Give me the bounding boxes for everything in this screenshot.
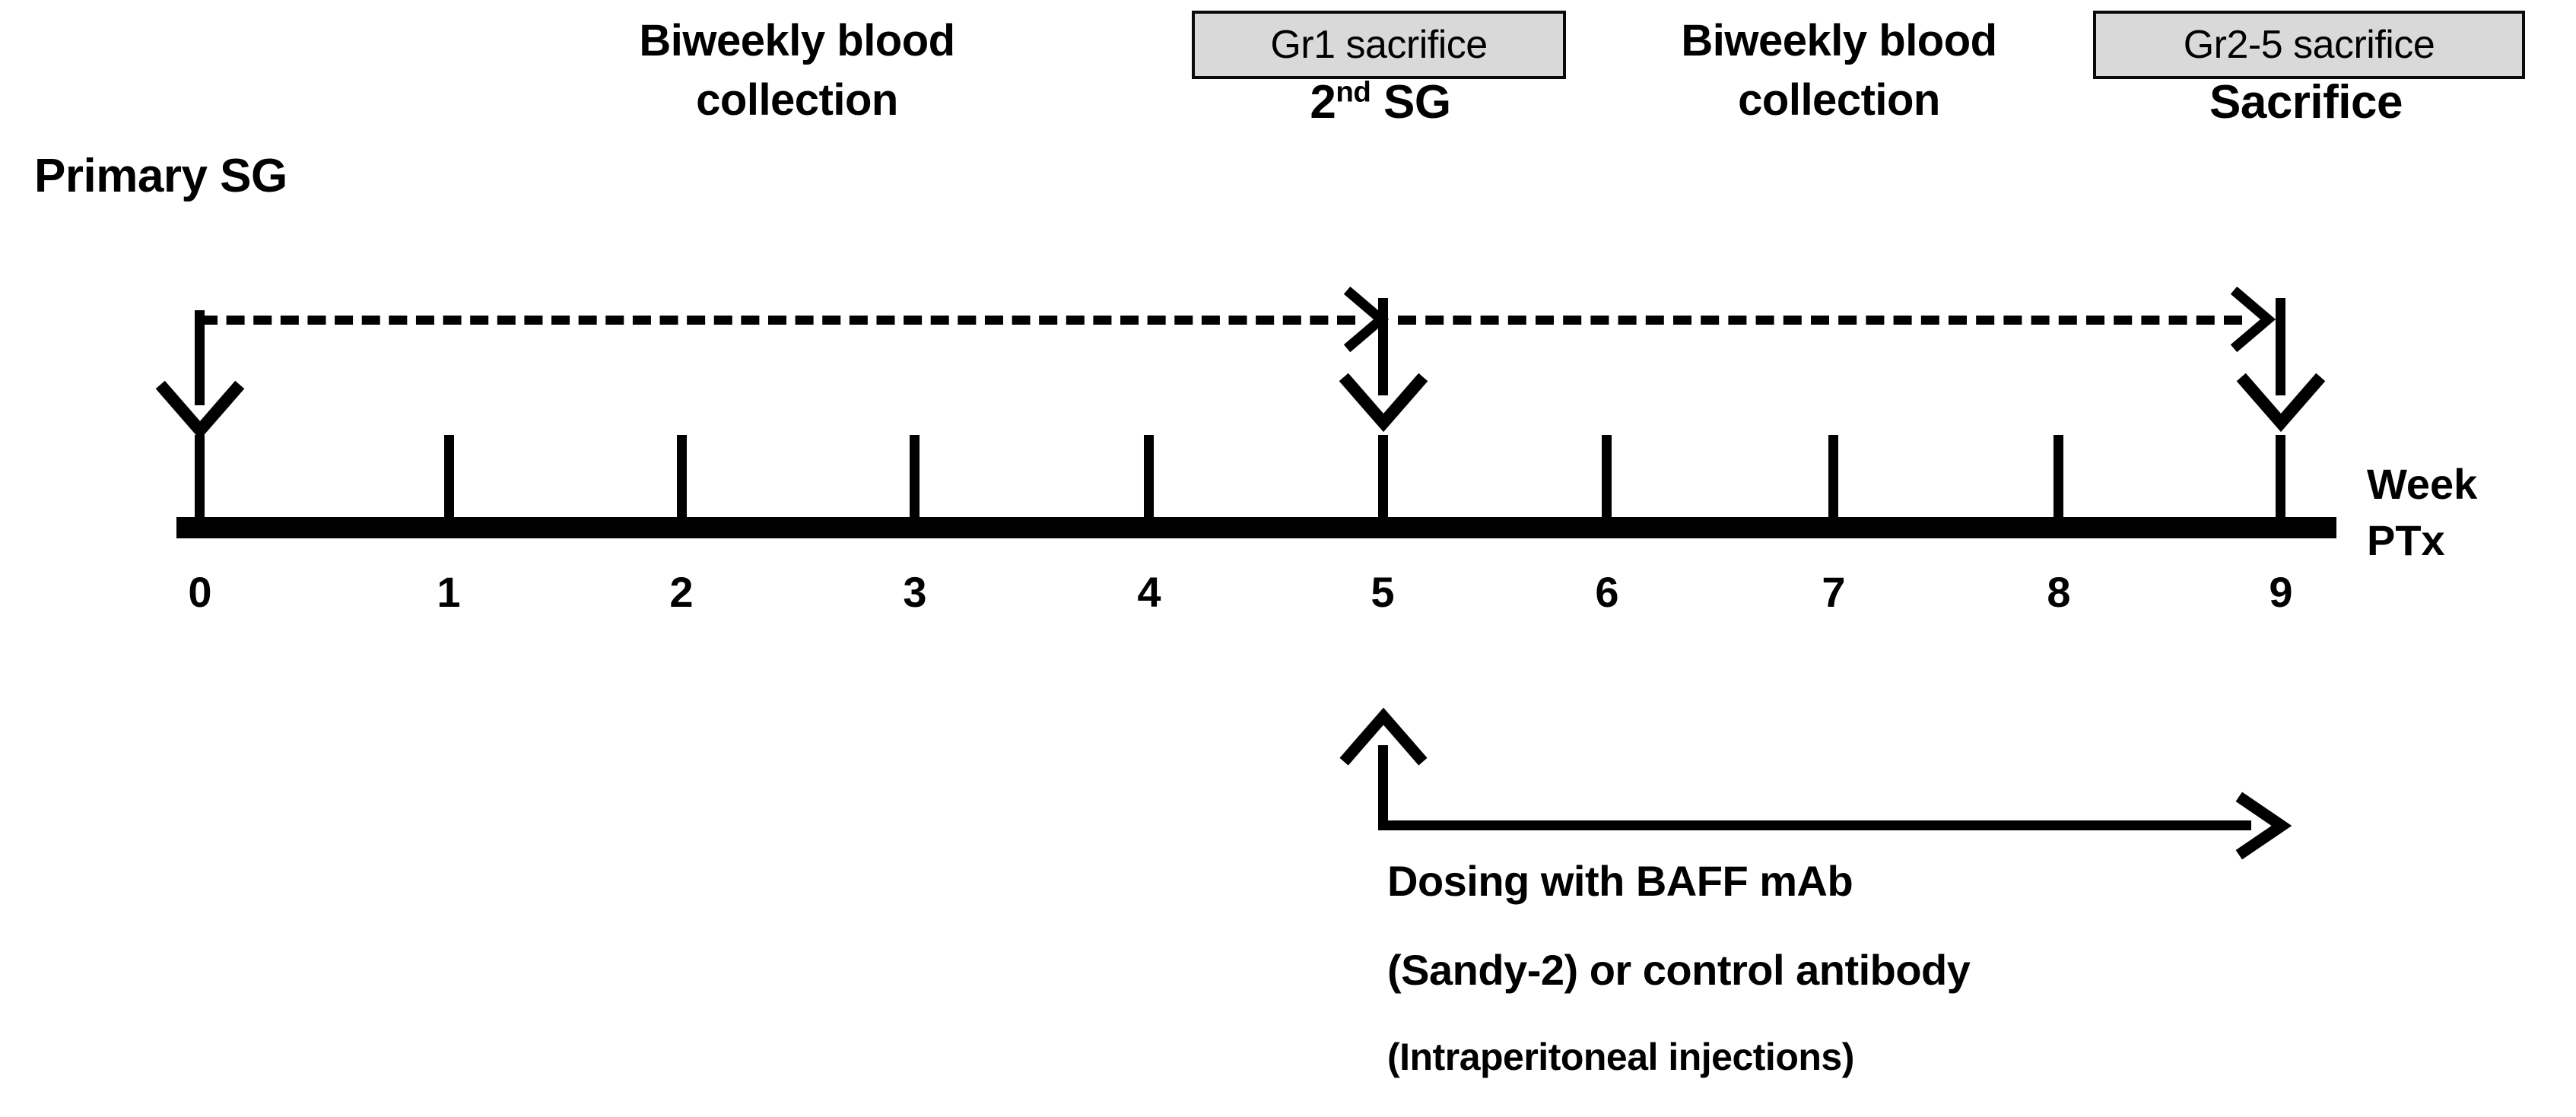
box-gr2-5-sacrifice: Gr2-5 sacrifice xyxy=(2093,11,2525,79)
dosing-text-line2: (Sandy-2) or control antibody xyxy=(1387,946,1971,994)
box-gr1-sacrifice: Gr1 sacrifice xyxy=(1192,11,1566,79)
label-second-sg-ordinal: nd xyxy=(1336,75,1371,109)
tick-label-week-0: 0 xyxy=(188,568,212,616)
tick-week-8 xyxy=(2053,435,2063,520)
tick-label-week-6: 6 xyxy=(1595,568,1619,616)
span-dashed-week5-to-week9 xyxy=(1398,316,2242,325)
label-second-sg-suffix: SG xyxy=(1371,76,1451,129)
tick-week-7 xyxy=(1828,435,1838,520)
tick-label-week-3: 3 xyxy=(903,568,927,616)
event-arrow-stem-week0 xyxy=(195,310,205,405)
tick-week-9 xyxy=(2276,435,2285,520)
tick-week-2 xyxy=(677,435,687,520)
event-arrow-stem-week5 xyxy=(1378,298,1388,395)
tick-label-week-4: 4 xyxy=(1137,568,1161,616)
axis-unit-label-line2: PTx xyxy=(2367,516,2445,564)
event-arrowhead-week5 xyxy=(1339,373,1428,433)
dosing-arrowhead-right xyxy=(2235,792,2292,860)
tick-label-week-2: 2 xyxy=(669,568,694,616)
event-arrowhead-week0 xyxy=(155,380,245,440)
tick-week-6 xyxy=(1602,435,1612,520)
box-gr1-sacrifice-label: Gr1 sacrifice xyxy=(1270,23,1488,67)
box-gr2-5-sacrifice-label: Gr2-5 sacrifice xyxy=(2183,23,2435,67)
label-biweekly-blood-1-line2: collection xyxy=(696,75,898,125)
dosing-text-line1: Dosing with BAFF mAb xyxy=(1387,857,1853,905)
tick-label-week-9: 9 xyxy=(2269,568,2293,616)
dosing-text-line3: (Intraperitoneal injections) xyxy=(1387,1036,1854,1078)
tick-week-0 xyxy=(195,435,205,520)
label-second-sg-number: 2 xyxy=(1310,76,1336,129)
tick-week-4 xyxy=(1144,435,1154,520)
tick-label-week-5: 5 xyxy=(1371,568,1395,616)
dosing-arrow-riser xyxy=(1378,745,1388,826)
span-arrowhead-week9 xyxy=(2230,286,2276,353)
label-biweekly-blood-2-line2: collection xyxy=(1738,75,1940,125)
tick-label-week-7: 7 xyxy=(1822,568,1846,616)
label-biweekly-blood-2-line1: Biweekly blood xyxy=(1681,16,1997,65)
label-second-sg: 2nd SG xyxy=(1310,75,1451,129)
event-arrow-stem-week9 xyxy=(2276,298,2285,395)
event-arrowhead-week9 xyxy=(2236,373,2326,433)
tick-label-week-8: 8 xyxy=(2047,568,2071,616)
tick-week-1 xyxy=(444,435,454,520)
axis-unit-label-line1: Week xyxy=(2367,460,2478,508)
label-primary-sg: Primary SG xyxy=(34,150,287,202)
tick-week-5 xyxy=(1378,435,1388,520)
tick-label-week-1: 1 xyxy=(437,568,461,616)
tick-week-3 xyxy=(910,435,920,520)
label-biweekly-blood-1-line1: Biweekly blood xyxy=(639,16,955,65)
timeline-axis xyxy=(176,517,2336,538)
dosing-arrow-line xyxy=(1378,820,2251,830)
label-sacrifice: Sacrifice xyxy=(2209,76,2403,129)
dosing-arrowhead-up xyxy=(1339,707,1428,766)
span-dashed-week0-to-week5 xyxy=(199,316,1355,325)
